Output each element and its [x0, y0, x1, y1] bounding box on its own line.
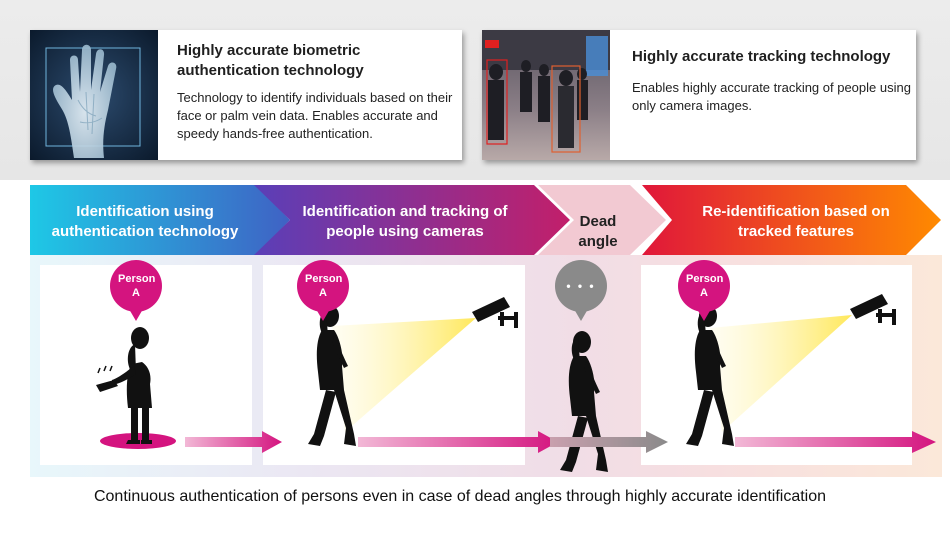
card-description: Enables highly accurate tracking of peop… [632, 80, 911, 113]
stage-label-tracking: Identification and tracking of people us… [302, 203, 508, 240]
stage-arrow-dead [538, 185, 666, 255]
bubble-tail [316, 309, 330, 321]
stage-arrow-1 [30, 185, 290, 255]
tracking-card: Highly accurate tracking technology Enab… [482, 30, 916, 160]
person-a-bubble-2: Person A [297, 260, 349, 312]
bubble-label: Person A [305, 273, 343, 299]
bubble-label: Person A [686, 273, 724, 299]
card-title: Highly accurate tracking technology [632, 48, 891, 65]
unknown-person-bubble: • • • [555, 260, 607, 312]
card-description: Technology to identify individuals based… [177, 90, 453, 141]
palm-vein-scan-photo [30, 30, 158, 160]
camera-tracking-crowd-photo [482, 30, 610, 160]
stage-label-dead-angle: Dead angle [578, 213, 618, 250]
stage-label-authentication: Identification using authentication tech… [51, 203, 239, 240]
stage-arrow-2 [254, 185, 570, 255]
stage-label-reidentification: Re-identification based on tracked featu… [702, 203, 890, 240]
bubble-label: Person A [118, 273, 156, 299]
biometric-card: Highly accurate biometric authentication… [30, 30, 462, 160]
person-a-bubble-3: Person A [678, 260, 730, 312]
card-title: Highly accurate biometric authentication… [177, 42, 364, 79]
bubble-tail [129, 309, 143, 321]
person-a-bubble: Person A [110, 260, 162, 312]
bubble-tail [574, 309, 588, 321]
diagram-caption: Continuous authentication of persons eve… [93, 488, 827, 505]
bubble-tail [697, 309, 711, 321]
stage-arrow-3 [642, 185, 941, 255]
bubble-dots: • • • [566, 279, 596, 293]
